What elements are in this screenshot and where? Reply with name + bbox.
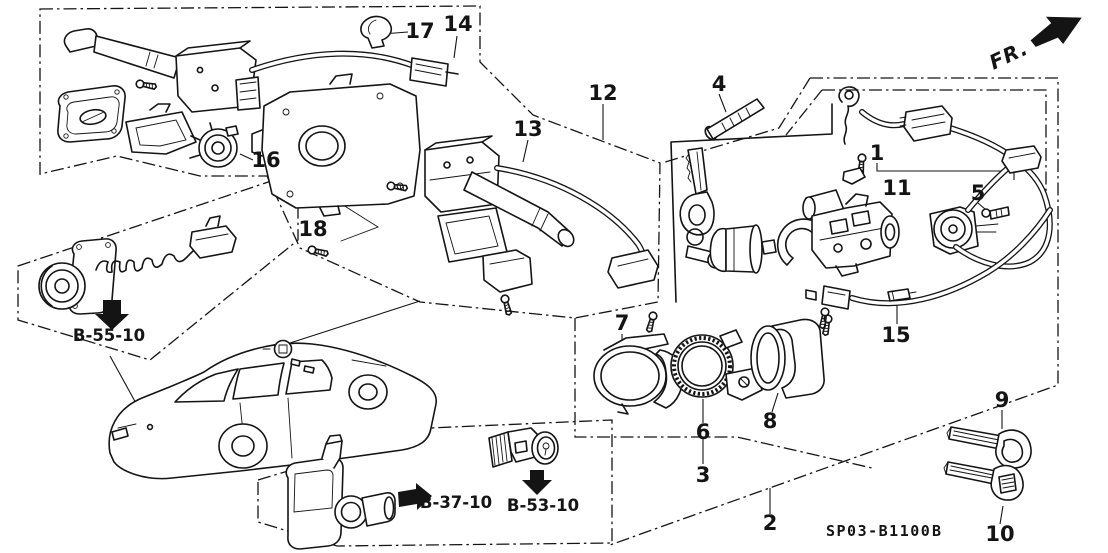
key-10 xyxy=(943,461,1024,501)
part-number-callouts: 1 2 3 4 5 6 7 8 9 10 11 12 13 14 15 16 1… xyxy=(251,12,1014,546)
front-arrow-icon xyxy=(1030,16,1082,47)
front-direction-indicator: FR. xyxy=(985,16,1082,75)
callout-17: 17 xyxy=(405,19,434,43)
joint-15 xyxy=(887,288,917,302)
door-cylinder-53 xyxy=(488,427,559,495)
callout-16: 16 xyxy=(251,148,280,172)
ignition-key-with-ring xyxy=(679,147,725,269)
harness-connector-upper xyxy=(899,105,953,142)
coiled-wire xyxy=(95,249,195,274)
group-outline-boxes xyxy=(17,5,1059,547)
callout-10: 10 xyxy=(985,522,1014,546)
ref-code-b37: B-37-10 xyxy=(420,493,492,512)
callout-14: 14 xyxy=(443,12,472,36)
down-arrow-icon xyxy=(95,300,129,330)
callout-8: 8 xyxy=(763,409,778,433)
combination-switch-assembly xyxy=(57,15,459,259)
bolt-5 xyxy=(981,206,1010,220)
wire-clamp-17 xyxy=(360,15,393,49)
lock-barrel xyxy=(709,224,777,274)
right-arrow-icon xyxy=(398,483,432,510)
lock-actuator xyxy=(929,206,999,255)
callout-6: 6 xyxy=(696,420,711,444)
door-lock-cylinder-assembly xyxy=(38,215,237,330)
ignition-group-solid-border xyxy=(670,103,833,303)
down-arrow-icon xyxy=(522,470,552,495)
screw-18 xyxy=(306,244,330,259)
callout-5: 5 xyxy=(971,181,986,205)
car-silhouette xyxy=(108,339,437,480)
front-label: FR. xyxy=(985,36,1031,75)
key-9 xyxy=(946,426,1032,469)
callout-3: 3 xyxy=(696,463,711,487)
ground-wire-1 xyxy=(838,86,860,145)
ignition-switch-body xyxy=(802,189,900,277)
ring-6 xyxy=(670,329,763,401)
diagram-plate-code-suffix: B xyxy=(932,522,943,540)
switch-13-assembly xyxy=(424,135,659,317)
column-switch-housing xyxy=(251,73,421,217)
wire-flag-connector xyxy=(805,285,851,310)
switch-bracket xyxy=(125,111,197,155)
ref-code-b55: B-55-10 xyxy=(73,326,145,345)
callout-7: 7 xyxy=(615,311,630,335)
callout-18: 18 xyxy=(298,217,327,241)
steering-lock-assembly xyxy=(679,86,1053,337)
wiper-stalk-knob xyxy=(63,28,98,53)
cover-7 xyxy=(593,333,684,415)
callout-4: 4 xyxy=(712,72,727,96)
callout-13: 13 xyxy=(513,117,542,141)
column-location-marker xyxy=(273,339,293,359)
callout-1: 1 xyxy=(870,141,885,165)
bolt-4 xyxy=(704,98,765,141)
callout-15: 15 xyxy=(881,323,910,347)
stalk-13 xyxy=(463,171,571,247)
collar-8 xyxy=(750,318,825,399)
diagram-plate-code: SP03-B1100 xyxy=(826,522,931,540)
connector-14 xyxy=(409,57,459,87)
callout-9: 9 xyxy=(995,388,1010,412)
canceling-cam xyxy=(189,122,239,168)
callout-11: 11 xyxy=(882,176,911,200)
callout-12: 12 xyxy=(588,81,617,105)
coil-wire-connector xyxy=(189,215,237,259)
callout-2: 2 xyxy=(763,511,778,535)
reference-codes: B-55-10 B-37-10 B-53-10 SP03-B1100 B xyxy=(73,326,943,540)
harness-connector-right xyxy=(1001,145,1042,174)
column-cover-set xyxy=(593,306,831,415)
trunk-lock-assembly xyxy=(285,434,432,550)
connector-13 xyxy=(607,249,659,289)
ref-code-b53: B-53-10 xyxy=(507,496,579,515)
windshield xyxy=(174,368,239,403)
